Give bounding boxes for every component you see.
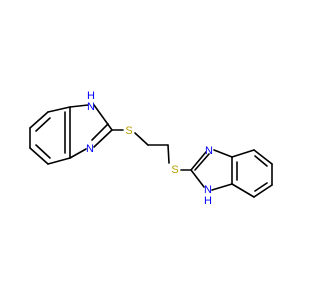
left-benzene-ring	[29, 106, 71, 165]
atom-label-n-upper-right: N	[205, 145, 213, 157]
right-imidazole-ring	[190, 149, 233, 191]
atom-label-n-upper-left: N	[87, 101, 95, 113]
atom-label-h-upper-left: H	[87, 90, 95, 102]
molecule-structure: H N N S S N N H	[29, 90, 273, 207]
molecule-canvas: H N N S S N N H	[29, 90, 273, 207]
right-benzene-ring	[231, 149, 273, 198]
ethylene-dithio-linker	[111, 129, 192, 171]
atom-label-s1: S	[125, 125, 132, 137]
left-imidazole-ring	[69, 104, 113, 159]
atom-label-h-lower-right: H	[204, 195, 212, 207]
atom-label-n-lower-right: N	[204, 184, 212, 196]
atom-label-s2: S	[171, 164, 178, 176]
atom-labels: H N N S S N N H	[86, 90, 213, 207]
atom-label-n-lower-left: N	[86, 143, 94, 155]
